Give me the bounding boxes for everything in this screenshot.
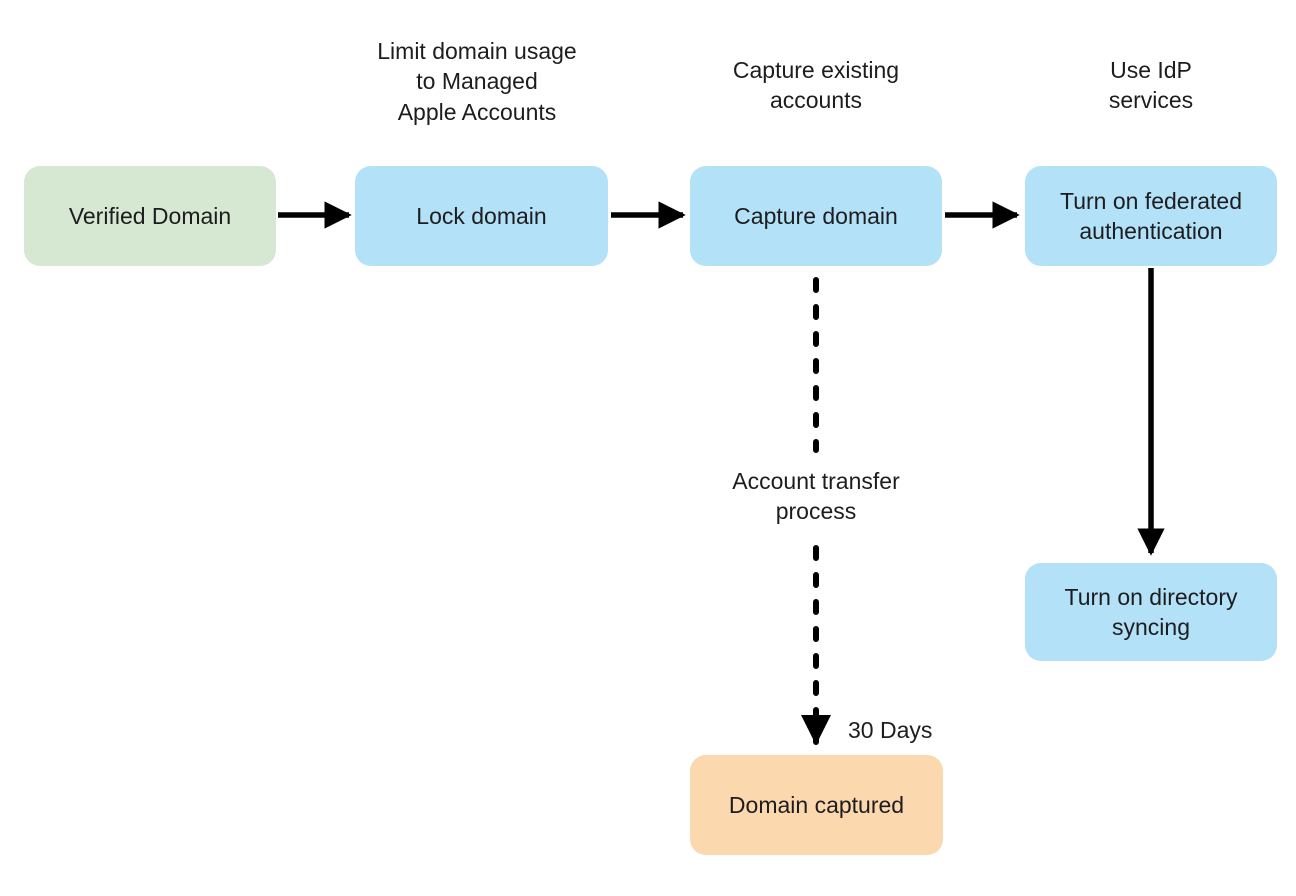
node-directory-syncing: Turn on directory syncing bbox=[1025, 563, 1277, 661]
node-federated-authentication: Turn on federated authentication bbox=[1025, 166, 1277, 266]
node-federated-authentication-label: Turn on federated authentication bbox=[1060, 187, 1242, 244]
node-domain-captured: Domain captured bbox=[690, 755, 943, 855]
node-lock-domain-label: Lock domain bbox=[416, 202, 547, 229]
node-lock-domain: Lock domain bbox=[355, 166, 608, 266]
node-domain-captured-label: Domain captured bbox=[728, 791, 905, 818]
node-verified-domain-label: Verified Domain bbox=[68, 202, 232, 229]
annotation-capture-existing-accounts: Capture existing accounts bbox=[732, 57, 900, 114]
annotation-30-days: 30 Days bbox=[848, 717, 933, 743]
node-directory-syncing-label: Turn on directory syncing bbox=[1064, 583, 1238, 640]
node-verified-domain: Verified Domain bbox=[24, 166, 276, 266]
annotation-account-transfer-process: Account transfer process bbox=[732, 468, 900, 525]
node-capture-domain-label: Capture domain bbox=[734, 202, 898, 229]
annotation-limit-domain-usage: Limit domain usage to Managed Apple Acco… bbox=[377, 38, 577, 125]
node-capture-domain: Capture domain bbox=[690, 166, 942, 266]
annotation-use-idp-services: Use IdP services bbox=[1108, 57, 1194, 114]
